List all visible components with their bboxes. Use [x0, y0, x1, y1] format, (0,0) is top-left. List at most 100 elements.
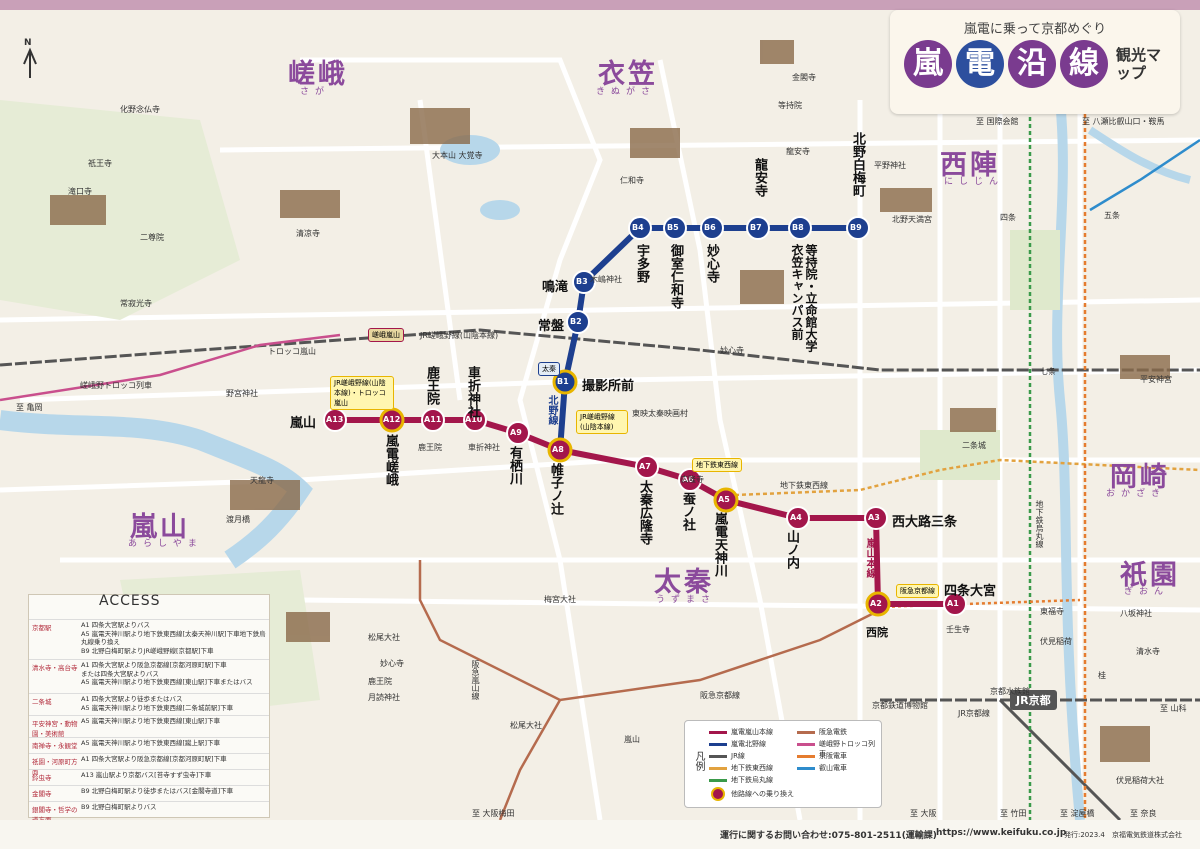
station-code-a10[interactable]: A10 — [465, 415, 483, 424]
access-route: B9 北野白梅町駅より徒歩またはバス[金閣寺道]下車 — [81, 787, 234, 795]
station-code-a6[interactable]: A6 — [682, 475, 694, 484]
nijo-castle-illustration — [950, 408, 996, 432]
place-hirano-jinja: 平野神社 — [874, 161, 906, 170]
place-railway-museum: 京都鉄道博物館 — [872, 701, 928, 710]
place-tsukiyomi: 妙心寺 — [380, 659, 404, 668]
place-shichijo: 桂 — [1098, 671, 1106, 680]
station-name-a13: 嵐山 — [290, 416, 317, 431]
station-code-a7[interactable]: A7 — [639, 462, 651, 471]
jr-kyoto-station[interactable]: JR京都 — [1010, 690, 1057, 710]
station-code-a2[interactable]: A2 — [870, 599, 882, 608]
place-kurumazaki: 車折神社 — [468, 443, 500, 452]
place-matsuo-taisha: 松尾大社 — [368, 633, 400, 642]
randen-kitano-line — [557, 225, 858, 451]
place-kitano-tenmangu: 北野天満宮 — [892, 215, 932, 224]
station-code-a3[interactable]: A3 — [868, 513, 880, 522]
station-name-b7: 龍安寺 — [752, 158, 767, 197]
karasuma-line-label: 地下鉄烏丸線 — [1035, 500, 1044, 548]
station-b7 — [746, 216, 770, 240]
place-tenryuji: 天龍寺 — [250, 476, 274, 485]
access-route: B9 北野白梅町駅よりJR嵯峨野線[京都駅]下車 — [81, 646, 214, 655]
legend-panel: 凡例 嵐電嵐山本線 嵐電北野線 JR線 地下鉄東西線 地下鉄烏丸線 阪急電鉄 嵯… — [684, 720, 882, 808]
place-mibudera: 壬生寺 — [946, 625, 970, 634]
place-gojo: 伏見稲荷 — [1040, 637, 1072, 646]
station-b1 — [552, 369, 578, 395]
station-name-a3: 西大路三条 — [892, 515, 958, 530]
title-char-1: 嵐 — [904, 40, 952, 88]
station-code-a4[interactable]: A4 — [790, 513, 802, 522]
station-code-b9[interactable]: B9 — [850, 223, 862, 232]
station-code-a12[interactable]: A12 — [383, 415, 401, 424]
place-myoshinji: 妙心寺 — [720, 346, 744, 355]
transfer-tag-jr-torokko: JR嵯峨野線(山陰本線)・トロッコ嵐山 — [330, 376, 394, 410]
torokko-arashiyama-label: トロッコ嵐山 — [268, 347, 316, 356]
website-link[interactable]: https://www.keifuku.co.jp — [936, 828, 1067, 838]
station-name-a6: 蚕ノ社 — [680, 492, 695, 531]
company-name: 京福電気鉄道株式会社 — [1112, 831, 1182, 839]
access-dest: 平安神宮・動物園・美術館 — [32, 720, 78, 738]
legend-swatch-jr — [709, 755, 727, 758]
legend-label: 地下鉄東西線 — [731, 764, 773, 772]
station-b8 — [788, 216, 812, 240]
transfer-tag-tozai: 地下鉄東西線 — [692, 458, 742, 472]
area-arashiyama-kana: あらしやま — [128, 539, 203, 549]
place-nisonin: 二尊院 — [140, 233, 164, 242]
contact-info: 運行に関するお問い合わせ:075-801-2511(運輸課) — [720, 831, 937, 841]
station-a5 — [713, 487, 739, 513]
station-code-a8[interactable]: A8 — [552, 445, 564, 454]
area-gion-kana: ぎおん — [1124, 587, 1170, 597]
station-a11 — [421, 408, 445, 432]
station-name-a2: 西院 — [866, 626, 888, 639]
station-code-b3[interactable]: B3 — [576, 277, 588, 286]
place-kokedera: 月読神社 — [368, 693, 400, 702]
station-code-a1[interactable]: A1 — [947, 599, 959, 608]
station-name-b4: 宇多野 — [634, 244, 649, 283]
map-title-box: 嵐電に乗って京都めぐり 嵐 電 沿 線 観光マップ — [890, 10, 1180, 114]
direction-osaka: 至 大阪 — [910, 809, 937, 818]
place-daikakuji: 大本山 大覚寺 — [432, 151, 483, 160]
station-code-a5[interactable]: A5 — [718, 495, 730, 504]
place-yasaka: 八坂神社 — [1120, 609, 1152, 618]
legend-swatch-hankyu — [797, 731, 815, 734]
legend-label: 京阪電車 — [819, 752, 847, 760]
kitano-line-label: 北野線 — [546, 395, 557, 425]
station-code-b2[interactable]: B2 — [570, 317, 582, 326]
legend-swatch-eizan — [797, 767, 815, 770]
place-marutamachi: 七条 — [1040, 367, 1056, 376]
place-adashino: 化野念仏寺 — [120, 105, 160, 114]
access-route: A1 四条大宮駅より徒歩またはバス — [81, 695, 183, 703]
torokko-line-label: 嵯峨野トロッコ列車 — [80, 381, 152, 390]
access-route: A5 嵐電天神川駅より地下鉄東西線[蹴上駅]下車 — [81, 739, 221, 747]
legend-label: 嵐電北野線 — [731, 740, 766, 748]
station-name-a9: 有栖川 — [507, 446, 522, 485]
station-code-b6[interactable]: B6 — [704, 223, 716, 232]
north-label: N — [24, 38, 32, 48]
station-code-b7[interactable]: B7 — [750, 223, 762, 232]
access-route: A1 四条大宮駅より阪急京都線[京都河原町駅]下車 — [81, 755, 227, 763]
direction-osaka-umeda: 至 大阪梅田 — [472, 809, 515, 818]
takiguchidera-illustration — [50, 195, 106, 225]
access-routes: B9 北野白梅町駅より徒歩またはバス[金閣寺道]下車 — [81, 787, 267, 796]
station-code-b1[interactable]: B1 — [557, 377, 569, 386]
station-code-a11[interactable]: A11 — [424, 415, 442, 424]
area-saga: 嵯峨 — [288, 59, 348, 90]
place-sakura-tunnel: 木嶋神社 — [590, 275, 622, 284]
footer: 運行に関するお問い合わせ:075-801-2511(運輸課) https://w… — [0, 820, 1200, 849]
station-a3 — [864, 506, 888, 530]
access-row: 京都駅 A1 四条大宮駅よりバス A5 嵐電天神川駅より地下鉄東西線[太秦天神川… — [29, 619, 269, 655]
station-code-b8[interactable]: B8 — [792, 223, 804, 232]
station-name-a11: 鹿王院 — [424, 366, 439, 405]
station-code-b5[interactable]: B5 — [667, 223, 679, 232]
station-a2 — [865, 591, 891, 617]
station-code-a13[interactable]: A13 — [326, 415, 344, 424]
jr-sagano-line-label: JR嵯峨野線(山陰本線) — [420, 331, 499, 340]
eizan-line — [1089, 138, 1200, 212]
legend-label: 嵐電嵐山本線 — [731, 728, 773, 736]
ninnaji-illustration — [630, 128, 680, 158]
area-gion: 祇園 — [1120, 560, 1180, 591]
station-code-b4[interactable]: B4 — [632, 223, 644, 232]
station-code-a9[interactable]: A9 — [510, 428, 522, 437]
station-a6 — [678, 468, 702, 492]
legend-label: 叡山電車 — [819, 764, 847, 772]
hankyu-kyoto-south — [498, 699, 562, 821]
